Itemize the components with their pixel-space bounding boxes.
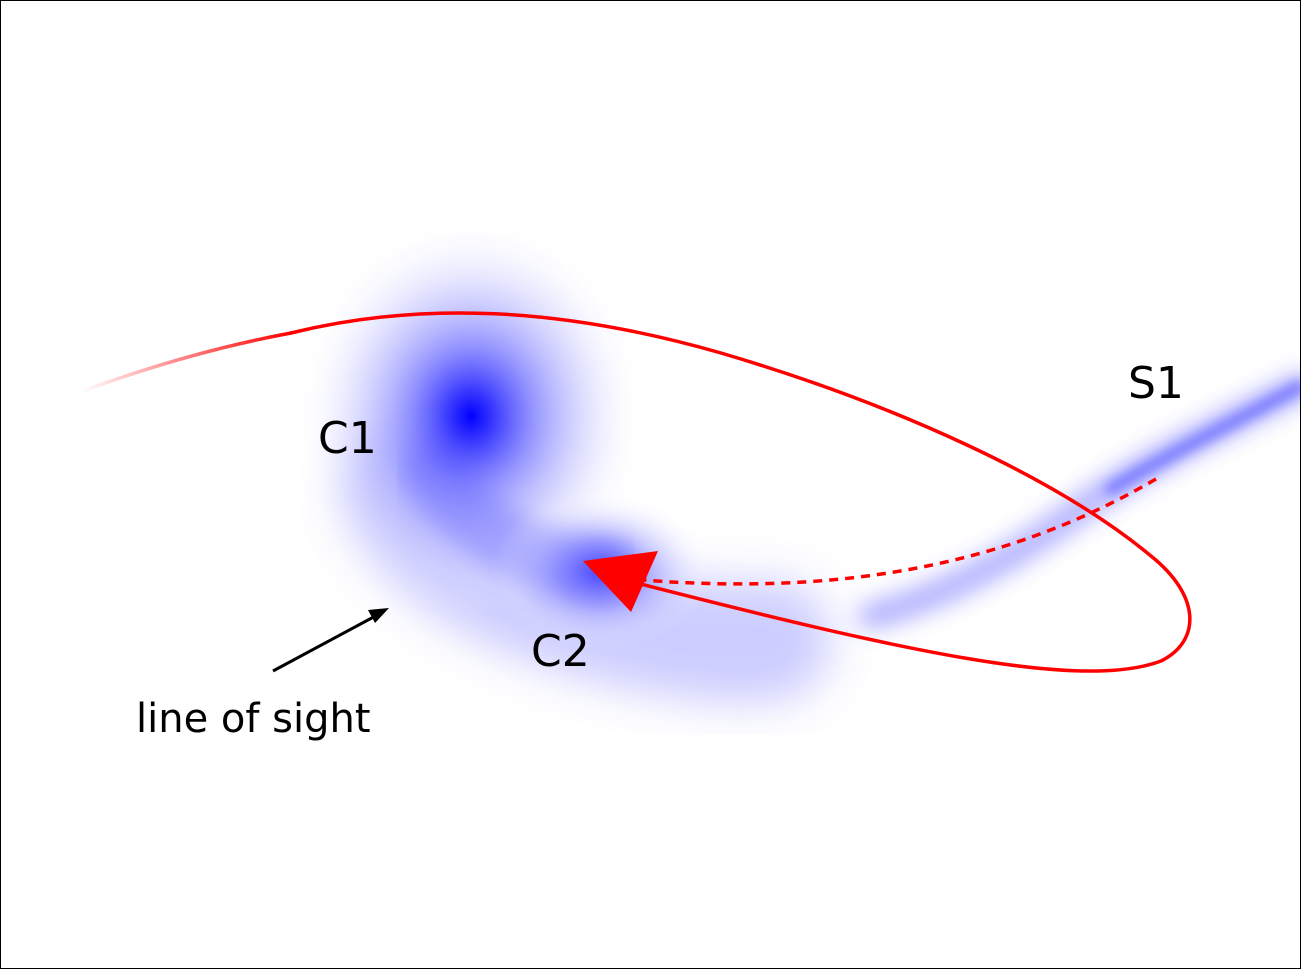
label-line-of-sight: line of sight [136,696,371,742]
orbit-solid-line [289,311,1192,673]
label-s1: S1 [1128,358,1184,409]
orbit-direction-arrowhead [583,551,658,612]
label-c1: C1 [318,413,377,464]
s1-gas-streak [858,373,1300,629]
orbit-path [81,311,1192,673]
line-of-sight-arrow [272,608,389,673]
orbit-faded-end [81,331,293,393]
label-c2: C2 [531,626,590,677]
s1-projected-dashed-path [630,477,1157,586]
